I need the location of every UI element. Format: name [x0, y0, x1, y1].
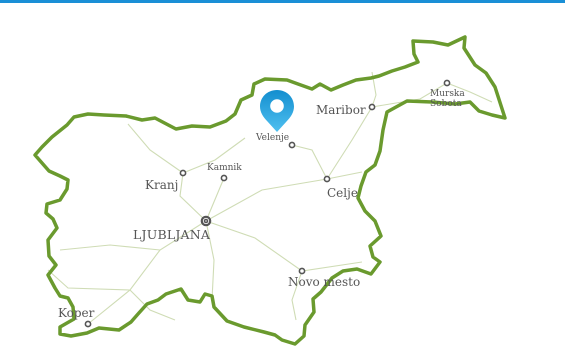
location-pin-icon[interactable]: [260, 90, 294, 132]
label-kamnik[interactable]: Kamnik: [207, 163, 242, 173]
label-koper[interactable]: Koper: [58, 306, 95, 320]
road: [371, 71, 377, 108]
road: [205, 177, 225, 222]
label-novo-mesto[interactable]: Novo mesto: [288, 275, 360, 289]
country-border: [33, 35, 507, 346]
location-pin-hole: [270, 99, 284, 113]
label-murska-sobota-line2[interactable]: Sobota: [430, 99, 462, 109]
top-accent-bar: [0, 0, 565, 3]
road: [371, 82, 448, 108]
road: [182, 137, 246, 174]
city-labels: Maribor Murska Sobota Velenje Kamnik Kra…: [58, 89, 465, 320]
city-dot-kamnik[interactable]: [220, 174, 228, 182]
road: [87, 220, 207, 325]
city-dot-murska-sobota[interactable]: [443, 79, 451, 87]
label-celje[interactable]: Celje: [327, 186, 358, 200]
city-dot-novo-mesto[interactable]: [298, 267, 306, 275]
road: [47, 269, 131, 291]
label-ljubljana[interactable]: LJUBLJANA: [133, 227, 211, 242]
city-dot-celje[interactable]: [323, 175, 331, 183]
road: [127, 123, 184, 174]
road: [129, 289, 176, 321]
road: [291, 144, 328, 180]
road: [205, 220, 215, 301]
road: [446, 82, 493, 103]
road: [291, 270, 303, 321]
road: [205, 220, 363, 272]
label-murska-sobota[interactable]: Murska: [430, 89, 465, 99]
road: [59, 244, 161, 251]
city-dot-koper[interactable]: [84, 320, 92, 328]
road: [205, 171, 363, 222]
label-kranj[interactable]: Kranj: [145, 178, 178, 192]
city-dot-kranj[interactable]: [179, 169, 187, 177]
road: [179, 172, 207, 222]
city-dots: [84, 79, 451, 328]
city-dot-ljubljana-inner: [203, 218, 209, 224]
label-velenje[interactable]: Velenje: [255, 133, 289, 143]
road-network: [47, 71, 493, 325]
city-dot-velenje[interactable]: [288, 141, 296, 149]
label-maribor[interactable]: Maribor: [316, 103, 366, 117]
city-dot-maribor[interactable]: [368, 103, 376, 111]
road: [326, 106, 373, 180]
